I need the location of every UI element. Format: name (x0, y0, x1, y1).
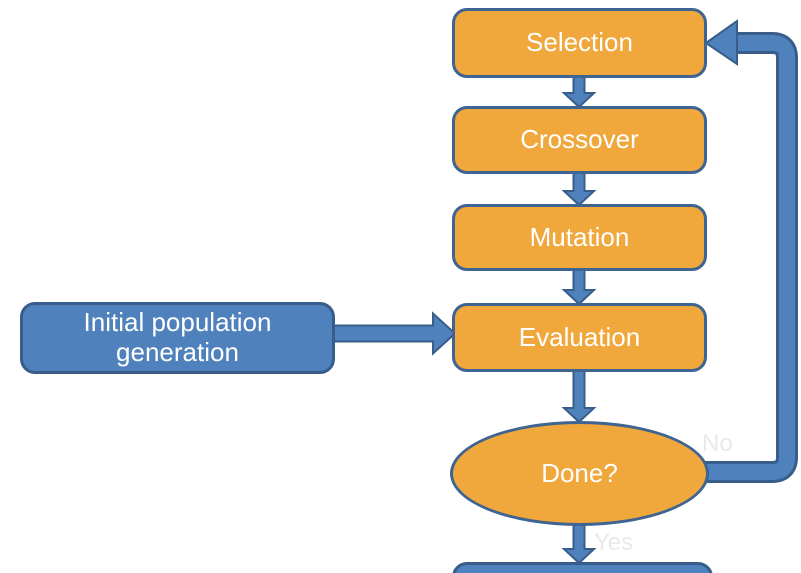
node-result (452, 562, 713, 573)
node-crossover: Crossover (452, 106, 707, 174)
edge-label-no: No (702, 430, 733, 457)
arrow-done-to-result-icon (561, 524, 597, 565)
node-crossover-label: Crossover (520, 124, 639, 155)
arrow-crossover-to-mutation-icon (561, 171, 597, 207)
node-selection: Selection (452, 8, 707, 78)
node-done: Done? (450, 421, 709, 526)
node-mutation: Mutation (452, 204, 707, 271)
arrow-initial-to-evaluation-icon (331, 311, 457, 356)
edge-label-yes: Yes (594, 529, 634, 556)
loop-arrow-shaft (702, 35, 795, 480)
arrow-selection-to-crossover-icon (561, 75, 597, 109)
node-initial-population-label: Initial population generation (83, 307, 272, 367)
node-evaluation: Evaluation (452, 303, 707, 372)
arrow-mutation-to-evaluation-icon (561, 268, 597, 306)
node-selection-label: Selection (526, 27, 633, 58)
node-evaluation-label: Evaluation (518, 321, 641, 352)
loop-arrowhead-icon (704, 19, 738, 66)
loop-arrow-outline (702, 32, 798, 483)
arrow-evaluation-to-done-icon (561, 369, 597, 424)
node-initial-population: Initial population generation (20, 302, 335, 374)
node-done-label: Done? (541, 457, 618, 488)
node-mutation-label: Mutation (529, 221, 630, 252)
